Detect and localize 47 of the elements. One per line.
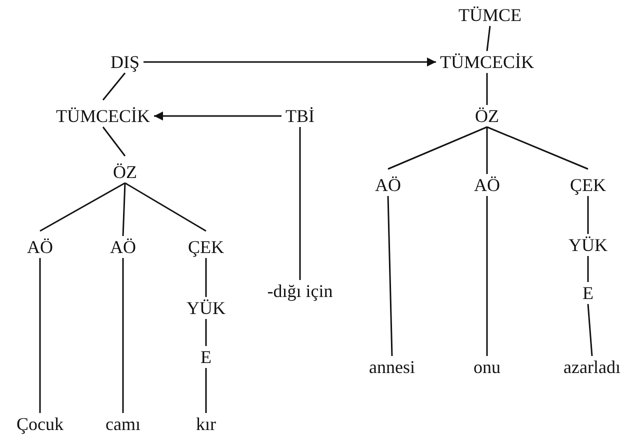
tree-label: AÖ [474,175,500,195]
tree-line [587,256,589,282]
arrow [154,112,282,120]
tree-line [486,196,488,356]
tree-label: TÜMCE [458,5,522,25]
tree-label: TÜMCECİK [440,52,534,72]
tree-line [387,196,393,356]
tree-line [122,258,124,413]
tree-line [486,127,488,174]
tree-label: ÖZ [113,162,137,182]
tree-label: DIŞ [110,52,140,72]
tree-label: AÖ [110,237,136,257]
tree-label: onu [474,357,500,377]
tree-label: YÜK [568,235,608,255]
tree-label: E [582,283,594,303]
tree-label: ÇEK [188,237,224,257]
tree-label: -dığı için [267,281,333,301]
tree-line [587,304,593,356]
tree-line [39,258,41,413]
tree-line [40,182,126,232]
tree-line [205,368,207,413]
tree-label: AÖ [27,237,53,257]
tree-line [587,196,589,234]
tree-line [388,126,488,170]
tree-line [205,319,207,346]
tree-label: annesi [369,357,415,377]
tree-label: TBİ [286,106,314,126]
tree-line [486,26,491,52]
arrow [144,58,436,66]
tree-label: Çocuk [16,414,64,434]
tree-label: E [200,347,212,367]
tree-label: ÇEK [570,175,606,195]
tree-label: YÜK [186,298,226,318]
tree-label: AÖ [375,175,401,195]
tree-line [299,127,301,280]
tree-label: kır [196,414,216,434]
tree-line [102,72,126,100]
tree-line [205,258,207,297]
tree-line [486,73,488,105]
tree-line [486,126,588,170]
tree-label: camı [106,414,140,434]
tree-label: ÖZ [475,106,499,126]
tree-label: azarladı [564,357,620,377]
tree-line [124,182,206,232]
tree-line [122,182,126,236]
tree-label: TÜMCECİK [56,106,150,126]
tree-line [102,126,126,156]
